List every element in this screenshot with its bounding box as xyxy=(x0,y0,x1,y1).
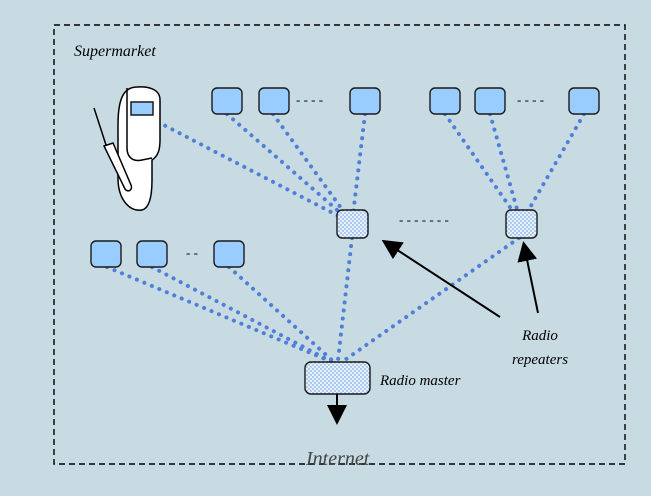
barcode-wand-icon xyxy=(93,107,133,192)
gap-dashes: - - xyxy=(186,245,198,260)
esl-tag xyxy=(136,240,168,268)
link-scanner-repeater xyxy=(156,120,354,225)
gap-dashes: - - - - - - - xyxy=(399,212,449,227)
supermarket-boundary xyxy=(53,24,626,465)
link-repeater-master xyxy=(336,236,354,362)
esl-tag xyxy=(349,87,381,115)
area-label: Supermarket xyxy=(74,43,156,60)
link-esl-master xyxy=(150,265,334,364)
esl-tag xyxy=(568,87,600,115)
link-esl-master xyxy=(227,265,336,364)
radio-master xyxy=(304,361,371,395)
esl-tag xyxy=(429,87,461,115)
esl-tag xyxy=(474,87,506,115)
link-esl-repeater xyxy=(350,112,367,225)
esl-tag xyxy=(90,240,122,268)
gap-dashes: - - - - xyxy=(517,92,544,107)
link-esl-repeater xyxy=(519,112,586,225)
esl-tag xyxy=(258,87,290,115)
repeaters-label: repeaters xyxy=(512,352,568,368)
internet-label: Internet xyxy=(305,448,370,470)
esl-tag xyxy=(211,87,243,115)
radio-links xyxy=(105,112,586,364)
link-esl-repeater xyxy=(225,112,354,225)
link-esl-repeater xyxy=(443,112,523,225)
link-repeater-master xyxy=(340,236,521,364)
repeaters-label: Radio xyxy=(521,328,558,344)
link-esl-repeater xyxy=(488,112,523,225)
gap-dashes: - - - - xyxy=(296,92,323,107)
master-label: Radio master xyxy=(379,373,461,389)
repeater-pointer-arrow xyxy=(381,239,501,318)
handheld-scanner-icon xyxy=(117,86,161,211)
esl-tag xyxy=(213,240,245,268)
link-esl-master xyxy=(105,265,334,364)
radio-repeater xyxy=(336,209,369,239)
radio-repeater xyxy=(505,209,538,239)
link-esl-repeater xyxy=(271,112,354,225)
repeater-pointer-arrow xyxy=(517,241,539,314)
